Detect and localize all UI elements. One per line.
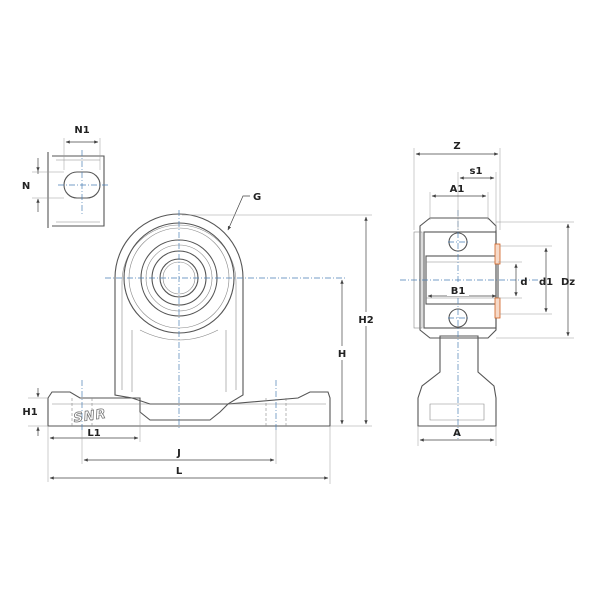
dimension-label-h: H [338, 349, 346, 360]
dimension-j: J [81, 430, 277, 464]
dimension-label-d: d [520, 277, 527, 288]
side-section-view [400, 210, 540, 440]
dimension-label-z: Z [453, 141, 460, 152]
g-leader: G [227, 192, 261, 231]
front-view: SNR [47, 210, 345, 430]
seal-bottom [494, 297, 501, 319]
dimension-z: Z [413, 141, 501, 230]
slot-detail-view: N1 N [22, 125, 110, 228]
dimension-label-l: L [176, 466, 183, 477]
dimension-label-g: G [253, 192, 261, 203]
dimension-label-a1: A1 [450, 184, 465, 195]
dimension-l1: L1 [47, 412, 141, 482]
dimension-label-b1: B1 [451, 286, 466, 297]
dimension-d: d [498, 261, 528, 299]
dimension-h2: H2 [182, 214, 376, 427]
dimension-label-h1: H1 [22, 407, 37, 418]
dimension-h: H [333, 279, 351, 425]
seal-top [494, 243, 501, 265]
dimension-a1: A1 [429, 184, 489, 220]
dimension-dz: Dz [496, 221, 575, 339]
dimension-b1: B1 [427, 284, 497, 298]
dimension-label-j: J [176, 448, 181, 459]
dimension-label-n1: N1 [74, 125, 89, 136]
snr-logo: SNR [73, 407, 108, 426]
dimension-label-a: A [453, 428, 461, 439]
dimension-label-n: N [22, 181, 30, 192]
dimension-l: L [49, 426, 331, 484]
dimension-a: A [417, 426, 497, 446]
dimension-label-d1: d1 [539, 277, 553, 288]
dimension-label-h2: H2 [358, 315, 373, 326]
dimension-label-dz: Dz [561, 277, 575, 288]
dimension-d1: d1 [500, 245, 553, 315]
dimension-label-l1: L1 [87, 428, 100, 439]
dimension-h1: H1 [22, 388, 48, 436]
dimension-label-s1: s1 [470, 166, 483, 177]
dimension-s1: s1 [457, 166, 497, 230]
